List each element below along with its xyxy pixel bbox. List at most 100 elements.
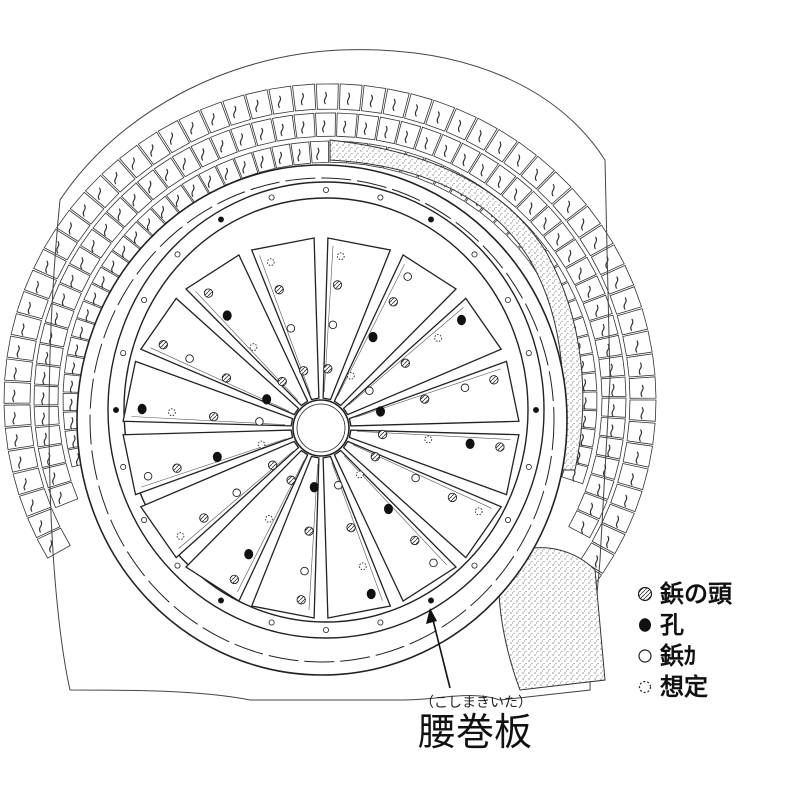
lacing-cord — [23, 477, 27, 491]
rivet-head-marker — [221, 373, 232, 383]
lacing-cord — [169, 132, 174, 145]
lamella-plate — [4, 425, 35, 450]
rivet-probable-marker — [286, 324, 296, 333]
lacing-cord — [615, 515, 620, 529]
lacing-cord — [52, 472, 56, 485]
lacing-cord — [577, 451, 581, 465]
callout-arrow — [426, 608, 451, 689]
rivet-head-marker — [388, 297, 398, 307]
lacing-cord — [45, 351, 49, 365]
lamella-plate — [43, 228, 78, 261]
bowl-plate — [342, 297, 503, 416]
lamella-plate — [106, 196, 138, 228]
lamella-plate — [404, 93, 433, 125]
rivet-probable-marker — [232, 488, 241, 498]
legend-label: 鋲の頭 — [660, 579, 732, 608]
hole-marker — [217, 216, 224, 223]
rivet-head-marker — [299, 366, 309, 376]
rivet-probable-marker — [141, 517, 148, 524]
hole-marker — [309, 482, 319, 493]
lacing-cord — [239, 133, 243, 146]
hole-marker — [368, 331, 378, 343]
hole-marker — [366, 588, 376, 600]
lamella-plate — [51, 283, 82, 311]
lacing-cord — [150, 144, 154, 157]
lacing-cord — [211, 112, 215, 126]
lamella-plate — [315, 83, 339, 110]
lacing-cord — [27, 301, 31, 315]
rivet-probable-marker — [471, 251, 478, 258]
lacing-cord — [615, 276, 619, 289]
bowl-plate — [184, 254, 309, 407]
lacing-cord — [85, 309, 89, 322]
lamella-plate — [34, 425, 63, 448]
rivet-probable-icon — [636, 647, 654, 665]
lamella-plate — [360, 85, 387, 114]
rivet-probable-marker — [411, 473, 420, 483]
lacing-cord — [111, 260, 115, 274]
lacing-cord — [79, 326, 83, 340]
rivet-probable-marker — [120, 463, 127, 470]
lacing-cord — [72, 435, 76, 448]
lacing-cord — [92, 292, 97, 306]
lacing-cord — [630, 318, 634, 332]
lacing-cord — [61, 293, 65, 307]
legend-row-assumed: 想定 — [636, 671, 786, 702]
bowl-plate — [184, 449, 309, 602]
lacing-cord — [436, 111, 440, 124]
lacing-cord — [175, 194, 179, 208]
lamella-plate — [465, 117, 498, 151]
lamella-plate — [245, 89, 273, 120]
lamella-plate — [33, 405, 60, 427]
lacing-cord — [611, 383, 615, 397]
lacing-cord — [30, 499, 34, 512]
assumed-marker — [266, 258, 275, 266]
lamella-plate — [136, 169, 168, 201]
lacing-cord — [242, 160, 246, 174]
lamella-plate — [210, 129, 238, 160]
lamella-plate — [395, 120, 422, 150]
rivet-head-marker — [304, 526, 314, 536]
rivet-probable-marker — [300, 566, 309, 576]
rivet-probable-marker — [460, 383, 470, 393]
lacing-cord — [224, 167, 228, 181]
lacing-cord — [568, 249, 572, 263]
assumed-marker — [347, 371, 355, 380]
lacing-cord — [58, 491, 62, 505]
lacing-cord — [133, 231, 138, 244]
lamella-plate — [39, 322, 69, 348]
lacing-cord — [478, 129, 482, 143]
lacing-cord — [68, 222, 72, 235]
rivet-head-icon — [636, 585, 654, 603]
assumed-marker — [424, 435, 433, 444]
lamella-plate — [268, 85, 295, 115]
bowl-plate — [139, 297, 300, 416]
lacing-cord — [41, 392, 45, 405]
lamella-plate — [433, 133, 462, 164]
lamella-plate — [7, 446, 39, 473]
lamella-plate — [3, 404, 32, 427]
lamella-plate — [309, 140, 330, 164]
lamella-plate — [445, 107, 477, 141]
lacing-cord — [297, 148, 301, 162]
lacing-cord — [594, 555, 599, 568]
rivet-probable-marker — [365, 386, 374, 396]
center-boss — [292, 399, 350, 457]
hole-marker — [427, 597, 434, 604]
lacing-cord — [480, 163, 484, 177]
rivet-head-marker — [346, 522, 356, 533]
lamella-plate — [171, 146, 202, 178]
rivet-head-marker — [286, 475, 296, 485]
lacing-cord — [414, 104, 418, 117]
lacing-cord — [277, 95, 282, 109]
lacing-cord — [497, 175, 501, 189]
legend-row-rivet-head: 鋲の頭 — [636, 578, 786, 609]
rivet-head-marker — [420, 394, 430, 404]
lamella-plate — [34, 364, 61, 386]
rivet-probable-marker — [268, 194, 275, 201]
lacing-cord — [595, 304, 599, 318]
rivet-head-marker — [400, 358, 410, 368]
bowl-plate — [250, 237, 320, 401]
callout-main-label: 腰巻板 — [418, 710, 533, 754]
lacing-cord — [322, 120, 326, 133]
